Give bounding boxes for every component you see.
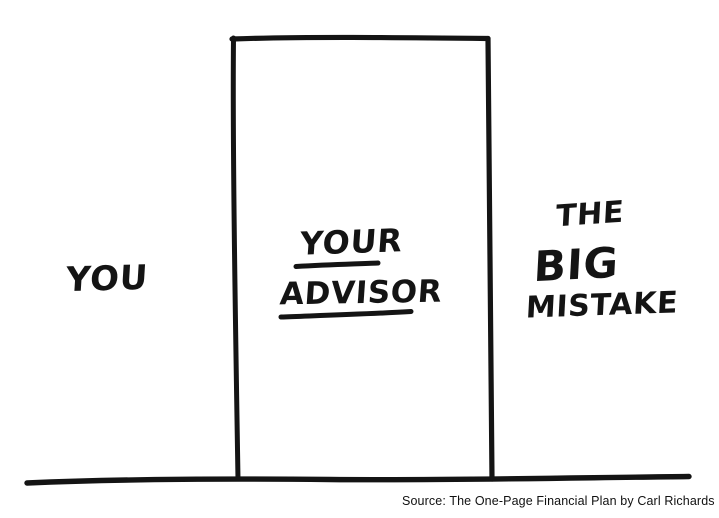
underline-advisor	[278, 309, 414, 320]
wall-right-edge	[485, 35, 495, 482]
wall-top-edge	[229, 34, 491, 42]
label-you: YOU	[64, 257, 150, 301]
label-the: THE	[554, 194, 626, 235]
label-advisor: ADVISOR	[278, 273, 444, 313]
label-big: BIG	[532, 237, 621, 292]
underline-your	[293, 260, 381, 269]
ground-line	[24, 473, 692, 486]
label-your: YOUR	[298, 221, 404, 263]
source-caption: Source: The One-Page Financial Plan by C…	[402, 494, 715, 508]
label-mistake: MISTAKE	[524, 285, 680, 326]
wall-left-edge	[230, 35, 241, 482]
